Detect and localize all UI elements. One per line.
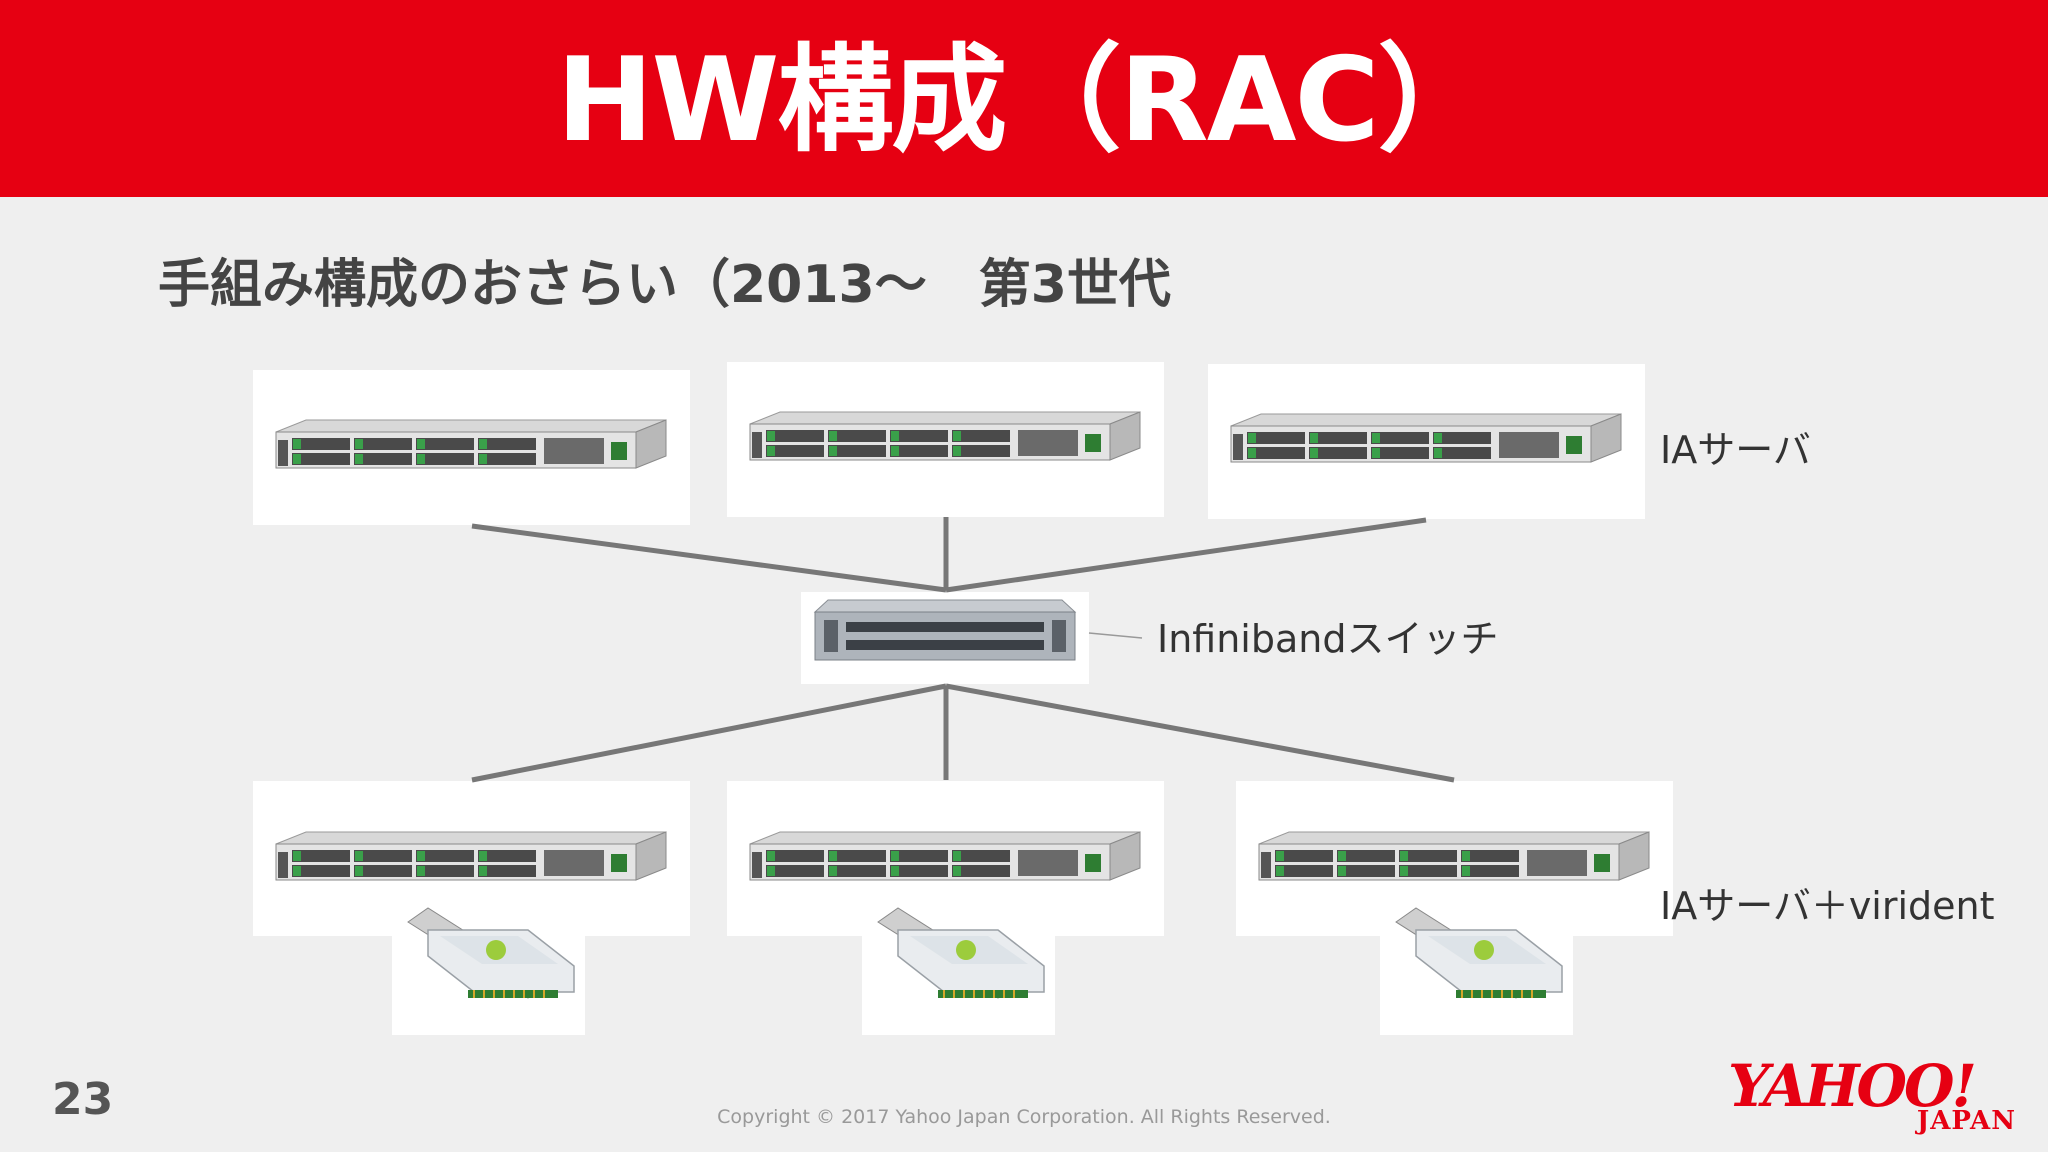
- connector-bottom-1: [471, 683, 947, 783]
- yahoo-japan-logo: YAHOO! JAPAN: [1728, 1056, 2020, 1136]
- connector-bottom-3: [945, 683, 1455, 783]
- title-bar: HW構成（RAC）: [0, 0, 2048, 197]
- switch-label-leader: [1088, 632, 1143, 639]
- ia-server-top-1: [275, 419, 667, 469]
- virident-card-3: [1395, 907, 1563, 999]
- virident-card-2: [877, 907, 1045, 999]
- logo-wordmark: YAHOO!: [1728, 1052, 1977, 1120]
- ia-server-top-2: [749, 411, 1141, 461]
- ia-server-bottom-2: [749, 831, 1141, 881]
- copyright-notice: Copyright © 2017 Yahoo Japan Corporation…: [717, 1106, 1331, 1128]
- virident-card-1: [407, 907, 575, 999]
- slide-title: HW構成（RAC）: [556, 33, 1493, 168]
- infiniband-switch: [813, 599, 1077, 661]
- label-ia-server: IAサーバ: [1660, 428, 1811, 472]
- ia-server-bottom-3: [1258, 831, 1650, 881]
- ia-server-top-3: [1230, 413, 1622, 463]
- connector-top-3: [945, 517, 1427, 593]
- slide-subtitle: 手組み構成のおさらい（2013〜 第3世代: [158, 255, 1171, 315]
- logo-sub: JAPAN: [1916, 1106, 2016, 1136]
- label-ia-server-virident: IAサーバ＋virident: [1660, 884, 1995, 928]
- page-number: 23: [52, 1074, 114, 1125]
- ia-server-bottom-1: [275, 831, 667, 881]
- connector-top-1: [471, 523, 947, 593]
- label-infiniband-switch: Infinibandスイッチ: [1157, 617, 1499, 661]
